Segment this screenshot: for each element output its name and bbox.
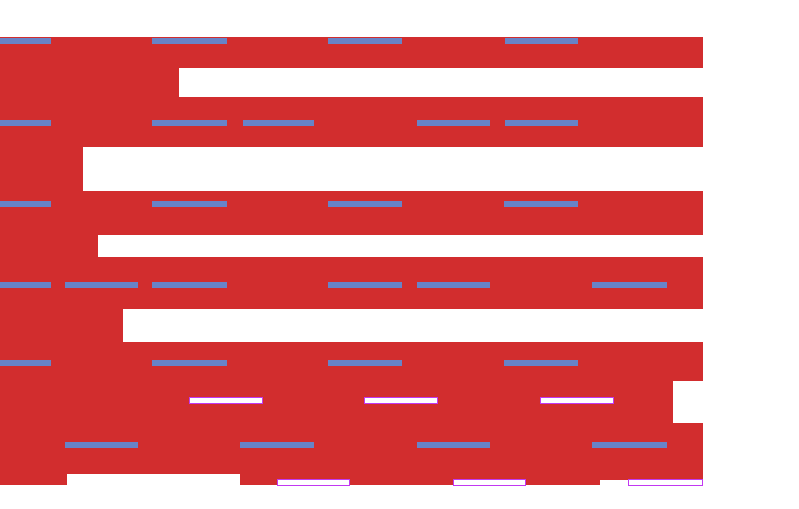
link-bar[interactable] — [152, 360, 227, 366]
link-bar[interactable] — [592, 442, 667, 448]
link-bar[interactable] — [417, 442, 490, 448]
highlight-input-bar[interactable] — [189, 397, 263, 404]
link-bar[interactable] — [328, 282, 402, 288]
redacted-text-block — [0, 235, 98, 257]
link-bar[interactable] — [0, 360, 51, 366]
redacted-text-block — [0, 191, 703, 235]
redacted-text-block — [0, 97, 703, 147]
background-gap — [673, 381, 703, 423]
link-bar[interactable] — [65, 442, 138, 448]
link-bar[interactable] — [505, 38, 578, 44]
background-gap — [600, 480, 629, 485]
link-bar[interactable] — [328, 201, 402, 207]
link-bar[interactable] — [504, 360, 578, 366]
link-bar[interactable] — [504, 201, 578, 207]
link-bar[interactable] — [0, 120, 51, 126]
link-bar[interactable] — [0, 282, 51, 288]
redacted-text-block — [0, 68, 179, 97]
link-bar[interactable] — [65, 282, 138, 288]
link-bar[interactable] — [152, 201, 227, 207]
background-gap — [67, 474, 240, 485]
link-bar[interactable] — [243, 120, 314, 126]
link-bar[interactable] — [152, 120, 227, 126]
link-bar[interactable] — [592, 282, 667, 288]
link-bar[interactable] — [417, 282, 490, 288]
highlight-input-bar[interactable] — [628, 479, 703, 486]
highlight-input-bar[interactable] — [540, 397, 614, 404]
redacted-text-block — [0, 309, 123, 342]
link-bar[interactable] — [0, 38, 51, 44]
redacted-text-block — [0, 147, 83, 191]
link-bar[interactable] — [240, 442, 314, 448]
link-bar[interactable] — [0, 201, 51, 207]
link-bar[interactable] — [505, 120, 578, 126]
highlight-input-bar[interactable] — [277, 479, 350, 486]
link-bar[interactable] — [152, 282, 227, 288]
link-bar[interactable] — [417, 120, 490, 126]
link-bar[interactable] — [328, 360, 402, 366]
link-bar[interactable] — [328, 38, 402, 44]
highlight-input-bar[interactable] — [364, 397, 438, 404]
link-bar[interactable] — [152, 38, 227, 44]
highlight-input-bar[interactable] — [453, 479, 526, 486]
